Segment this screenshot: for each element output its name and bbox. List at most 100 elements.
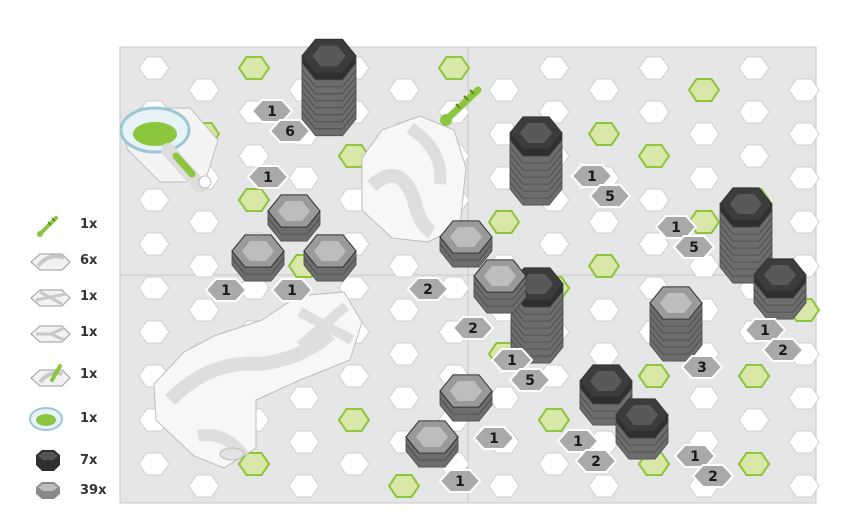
- tile-stack[interactable]: [301, 38, 357, 137]
- tile-stack[interactable]: [473, 259, 527, 314]
- hex-cell[interactable]: [588, 474, 620, 498]
- tile-stack[interactable]: [303, 234, 357, 282]
- hex-cell[interactable]: [138, 232, 170, 256]
- starter-bowl[interactable]: [119, 106, 219, 193]
- marker-number: 1: [587, 169, 597, 185]
- hex-cell-highlighted[interactable]: [587, 254, 621, 278]
- hex-cell[interactable]: [138, 188, 170, 212]
- hex-cell[interactable]: [538, 232, 570, 256]
- height-tile-inset: [519, 123, 553, 143]
- hex-cell[interactable]: [188, 298, 220, 322]
- marker-number: 1: [287, 283, 297, 299]
- hex-cell[interactable]: [788, 386, 820, 410]
- hex-cell-highlighted[interactable]: [637, 364, 671, 388]
- legend-count: 1x: [80, 325, 98, 340]
- marker-hex: [588, 184, 632, 208]
- marker-hex: [672, 235, 716, 259]
- hex-cell-highlighted[interactable]: [437, 56, 471, 80]
- tile-stack[interactable]: [510, 267, 564, 364]
- cross-and-curve-tiles[interactable]: [153, 291, 363, 469]
- hex-cell[interactable]: [788, 166, 820, 190]
- hex-cell[interactable]: [138, 320, 170, 344]
- hex-cell[interactable]: [388, 386, 420, 410]
- hex-cell-highlighted[interactable]: [737, 452, 771, 476]
- hex-cell[interactable]: [638, 188, 670, 212]
- hex-cell-highlighted[interactable]: [487, 210, 521, 234]
- hex-cell[interactable]: [238, 144, 270, 168]
- hex-cell[interactable]: [388, 342, 420, 366]
- tile-stack[interactable]: [439, 220, 493, 268]
- hex-cell[interactable]: [288, 430, 320, 454]
- tile-stack[interactable]: [509, 116, 563, 206]
- hex-cell-highlighted[interactable]: [587, 122, 621, 146]
- hex-cell[interactable]: [638, 100, 670, 124]
- hex-cell[interactable]: [288, 386, 320, 410]
- hex-cell[interactable]: [738, 408, 770, 432]
- hex-cell[interactable]: [638, 232, 670, 256]
- tile-stack[interactable]: [579, 364, 633, 426]
- hex-cell[interactable]: [738, 56, 770, 80]
- hex-cell-highlighted[interactable]: [687, 78, 721, 102]
- height-marker: 1: [246, 165, 290, 189]
- hex-cell-highlighted[interactable]: [737, 364, 771, 388]
- hex-cell[interactable]: [388, 78, 420, 102]
- hex-cell[interactable]: [338, 364, 370, 388]
- tile-stack[interactable]: [649, 286, 703, 362]
- hex-cell[interactable]: [688, 122, 720, 146]
- hex-cell[interactable]: [788, 430, 820, 454]
- hex-cell[interactable]: [188, 254, 220, 278]
- hex-cell[interactable]: [588, 298, 620, 322]
- hex-cell[interactable]: [188, 210, 220, 234]
- height-marker: 15: [654, 215, 716, 259]
- tile-stack[interactable]: [439, 374, 493, 422]
- tile-stack[interactable]: [615, 398, 669, 460]
- hex-cell[interactable]: [688, 386, 720, 410]
- height-tile-inset: [277, 201, 311, 221]
- launcher[interactable]: [440, 86, 482, 126]
- hex-cell[interactable]: [638, 56, 670, 80]
- hex-cell[interactable]: [538, 452, 570, 476]
- hex-cell[interactable]: [288, 166, 320, 190]
- hex-cell[interactable]: [188, 474, 220, 498]
- hex-cell[interactable]: [738, 100, 770, 124]
- hex-cell-highlighted[interactable]: [387, 474, 421, 498]
- hex-cell-highlighted[interactable]: [237, 188, 271, 212]
- hex-cell-highlighted[interactable]: [637, 144, 671, 168]
- hex-cell[interactable]: [488, 386, 520, 410]
- tile-stack[interactable]: [405, 420, 459, 468]
- height-tile-inset: [589, 371, 623, 391]
- hex-cell[interactable]: [388, 298, 420, 322]
- hex-cell[interactable]: [188, 78, 220, 102]
- tile-stack[interactable]: [753, 258, 807, 320]
- hex-cell[interactable]: [388, 254, 420, 278]
- hex-cell[interactable]: [788, 474, 820, 498]
- hex-cell[interactable]: [788, 122, 820, 146]
- height-marker: 1: [472, 426, 516, 450]
- hex-cell[interactable]: [588, 210, 620, 234]
- tile-stack[interactable]: [231, 234, 285, 282]
- hex-cell[interactable]: [688, 166, 720, 190]
- hex-cell[interactable]: [438, 276, 470, 300]
- hex-cell[interactable]: [588, 78, 620, 102]
- hex-cell[interactable]: [488, 78, 520, 102]
- hex-cell[interactable]: [338, 452, 370, 476]
- marker-number: 1: [760, 323, 770, 339]
- hex-cell[interactable]: [788, 210, 820, 234]
- hex-cell[interactable]: [138, 452, 170, 476]
- hex-cell[interactable]: [488, 474, 520, 498]
- hex-cell[interactable]: [788, 78, 820, 102]
- hex-cell[interactable]: [138, 56, 170, 80]
- tile-stack[interactable]: [267, 194, 321, 242]
- hex-cell-highlighted[interactable]: [237, 56, 271, 80]
- height-marker: 2: [451, 316, 495, 340]
- hex-cell[interactable]: [138, 276, 170, 300]
- hex-cell-highlighted[interactable]: [337, 408, 371, 432]
- hex-cell[interactable]: [538, 56, 570, 80]
- switch-and-curve-tiles[interactable]: [361, 115, 467, 243]
- height-marker: 2: [406, 277, 450, 301]
- hex-cell[interactable]: [738, 144, 770, 168]
- hex-cell-highlighted[interactable]: [537, 408, 571, 432]
- hex-cell[interactable]: [288, 474, 320, 498]
- marker-hex: [406, 277, 450, 301]
